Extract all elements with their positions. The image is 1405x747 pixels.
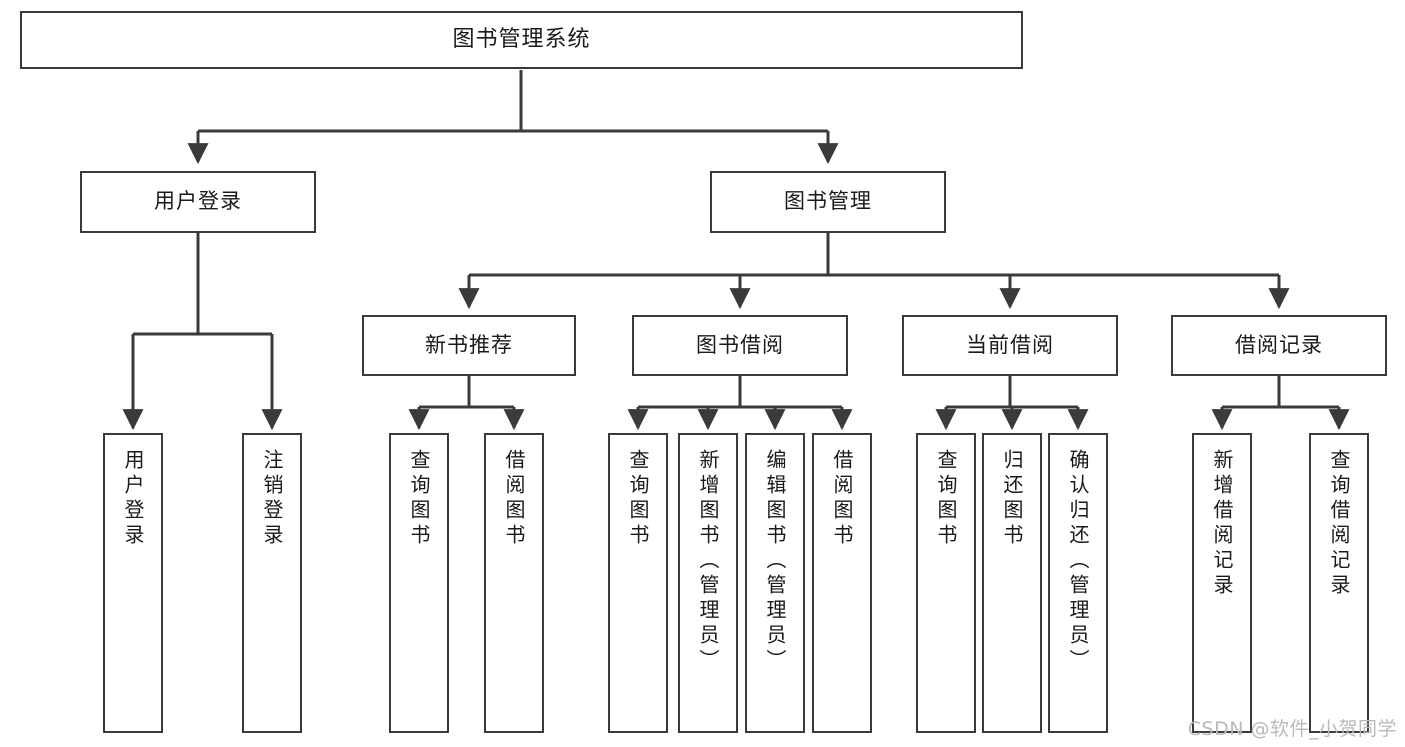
node-leaf-query-borrow-record[interactable]: 查询借阅记录: [1309, 433, 1369, 733]
node-label: 查询图书: [626, 449, 650, 549]
node-new-book-recommend[interactable]: 新书推荐: [362, 315, 576, 376]
node-book-management-system[interactable]: 图书管理系统: [20, 11, 1023, 69]
node-label: 查询图书: [934, 449, 958, 549]
node-label: 新书推荐: [425, 332, 513, 357]
node-label: 用户登录: [154, 189, 242, 214]
node-label: 图书管理: [784, 189, 872, 214]
node-label: 图书借阅: [696, 332, 784, 357]
node-label: 新增图书（管理员）: [696, 449, 720, 674]
node-leaf-borrow-book[interactable]: 借阅图书: [812, 433, 872, 733]
node-user-login[interactable]: 用户登录: [80, 171, 316, 233]
node-label: 借阅记录: [1235, 332, 1323, 357]
node-leaf-edit-book[interactable]: 编辑图书（管理员）: [745, 433, 805, 733]
node-leaf-add-book[interactable]: 新增图书（管理员）: [678, 433, 738, 733]
node-book-management[interactable]: 图书管理: [710, 171, 946, 233]
node-current-borrow[interactable]: 当前借阅: [902, 315, 1118, 376]
node-leaf-confirm-return[interactable]: 确认归还（管理员）: [1048, 433, 1108, 733]
node-label: 查询借阅记录: [1327, 449, 1351, 599]
node-leaf-borrow-book-recommend[interactable]: 借阅图书: [484, 433, 544, 733]
node-leaf-user-login[interactable]: 用户登录: [103, 433, 163, 733]
node-label: 当前借阅: [966, 332, 1054, 357]
node-leaf-query-book-borrow[interactable]: 查询图书: [608, 433, 668, 733]
node-book-borrow[interactable]: 图书借阅: [632, 315, 848, 376]
node-label: 注销登录: [260, 449, 284, 549]
node-leaf-return-book[interactable]: 归还图书: [982, 433, 1042, 733]
node-label: 归还图书: [1000, 449, 1024, 549]
node-label: 新增借阅记录: [1210, 449, 1234, 599]
node-leaf-query-book-current[interactable]: 查询图书: [916, 433, 976, 733]
node-leaf-logout-login[interactable]: 注销登录: [242, 433, 302, 733]
node-leaf-add-borrow-record[interactable]: 新增借阅记录: [1192, 433, 1252, 733]
node-label: 确认归还（管理员）: [1066, 449, 1090, 674]
node-label: 借阅图书: [502, 449, 526, 549]
node-borrow-record[interactable]: 借阅记录: [1171, 315, 1387, 376]
node-label: 借阅图书: [830, 449, 854, 549]
csdn-watermark: CSDN @软件_小贺同学: [1187, 718, 1397, 740]
node-label: 图书管理系统: [452, 26, 591, 52]
node-label: 编辑图书（管理员）: [763, 449, 787, 674]
node-label: 查询图书: [407, 449, 431, 549]
node-leaf-query-book-recommend[interactable]: 查询图书: [389, 433, 449, 733]
node-label: 用户登录: [121, 449, 145, 549]
